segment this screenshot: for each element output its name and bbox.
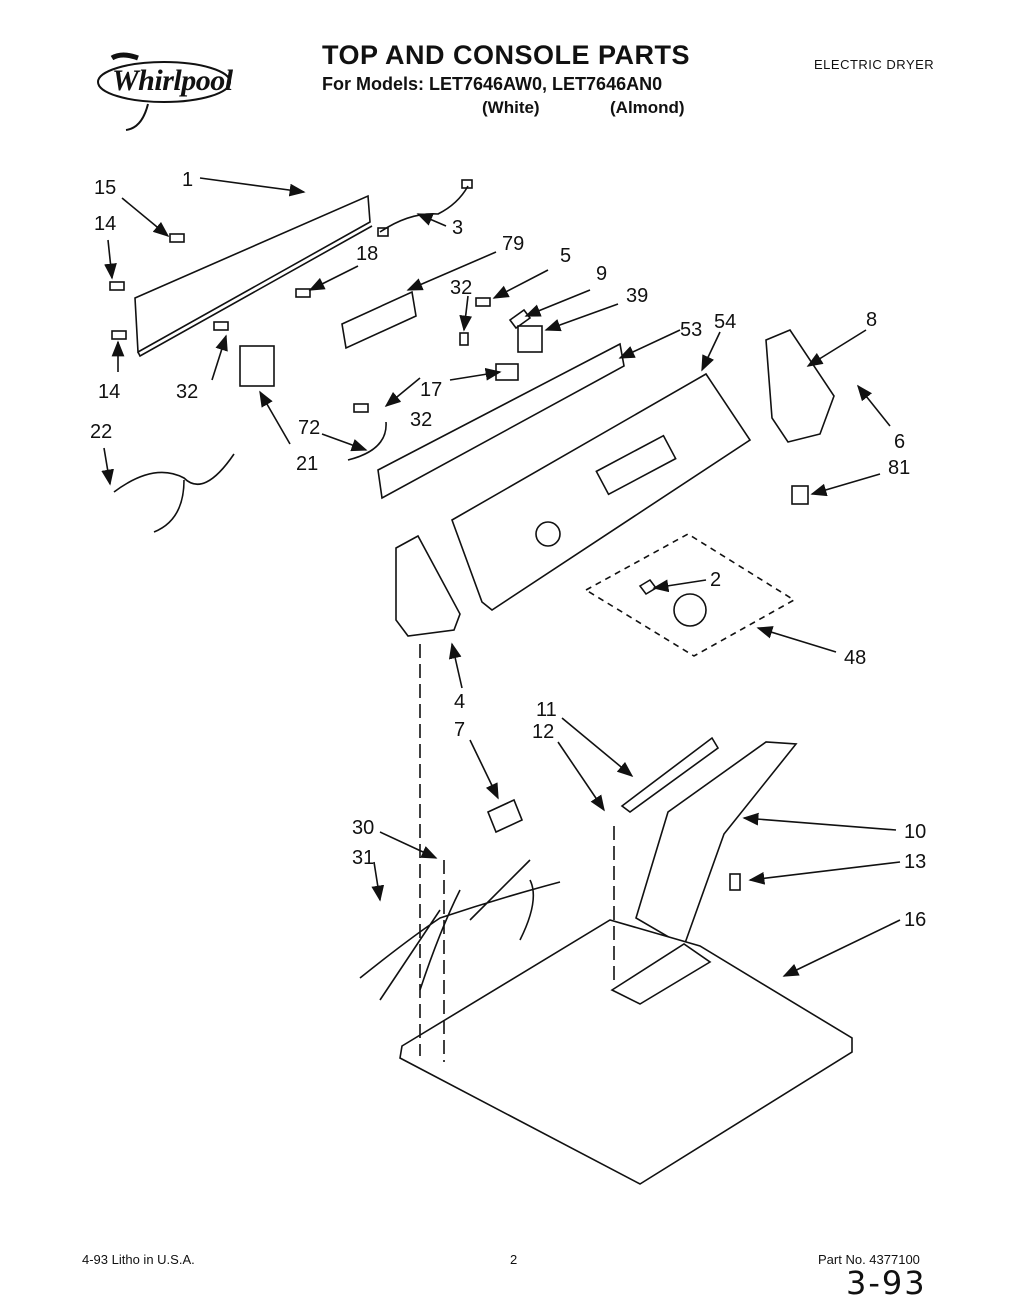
end-cap-4: [395, 534, 461, 637]
control-panel-53: [377, 342, 625, 500]
wire-harness-22: [113, 453, 235, 533]
screw-32b: [353, 403, 369, 413]
end-cap-8: [765, 329, 835, 443]
label-part-11: 11: [536, 699, 557, 721]
dryer-top-16: [399, 919, 853, 1185]
part-81: [791, 485, 809, 505]
bracket-9: [508, 308, 532, 330]
label-part-30: 30: [352, 817, 374, 839]
wire-3: [379, 185, 469, 233]
screw-14a: [109, 281, 125, 291]
screw-32a: [213, 321, 229, 331]
knob-2: [638, 578, 658, 596]
label-part-81: 81: [888, 457, 910, 479]
part-number: Part No. 4377100: [818, 1252, 920, 1267]
page-number: 2: [510, 1252, 518, 1267]
label-part-21: 21: [296, 453, 318, 475]
label-part-39: 39: [626, 285, 648, 307]
label-part-8: 8: [866, 309, 877, 331]
label-part-32a: 32: [450, 277, 472, 299]
label-part-31: 31: [352, 847, 374, 869]
back-panel: [134, 194, 371, 354]
label-part-9: 9: [596, 263, 607, 285]
label-part-79: 79: [502, 233, 524, 255]
wire-harness-31: [359, 859, 561, 1001]
wire-72: [347, 421, 387, 461]
label-part-17: 17: [420, 379, 442, 401]
label-part-32c: 32: [410, 409, 432, 431]
screw-5: [475, 297, 491, 307]
screw-13: [729, 873, 741, 891]
page-title: TOP AND CONSOLE PARTS: [322, 40, 691, 70]
label-part-72: 72: [298, 417, 320, 439]
lint-housing-10: [635, 741, 798, 948]
label-part-18: 18: [356, 243, 378, 265]
color-almond: (Almond): [610, 98, 685, 117]
screw-15: [169, 233, 185, 243]
label-part-22: 22: [90, 421, 112, 443]
label-part-2: 2: [710, 569, 721, 591]
label-part-48: 48: [844, 647, 866, 669]
color-white: (White): [482, 98, 540, 117]
whirlpool-logo: Whirlpool: [92, 46, 252, 132]
handwritten-date: 3-93: [846, 1264, 927, 1302]
label-part-10: 10: [904, 821, 926, 843]
brand-name: Whirlpool: [112, 64, 233, 97]
label-part-3: 3: [452, 217, 463, 239]
label-part-6: 6: [894, 431, 905, 453]
part-7: [486, 798, 524, 834]
label-part-13: 13: [904, 851, 926, 873]
label-part-14a: 14: [94, 213, 116, 235]
screw-32c: [459, 332, 469, 346]
label-part-16: 16: [904, 909, 926, 931]
screw-18: [295, 288, 311, 298]
litho-note: 4-93 Litho in U.S.A.: [82, 1252, 195, 1267]
model-list: For Models: LET7646AW0, LET7646AN0: [322, 74, 663, 94]
label-part-12: 12: [532, 721, 554, 743]
knob-area-48: [584, 533, 796, 657]
screw-14b: [111, 330, 127, 340]
label-part-4: 4: [454, 691, 465, 713]
label-part-53: 53: [680, 319, 702, 341]
motor-21: [239, 345, 275, 387]
label-part-15: 15: [94, 177, 116, 199]
console-switch-79: [341, 290, 417, 350]
label-part-1: 1: [182, 169, 193, 191]
lint-cover-11: [620, 736, 720, 813]
switch-39: [517, 325, 543, 353]
label-part-14b: 14: [98, 381, 120, 403]
console-54: [451, 372, 752, 611]
label-part-54: 54: [714, 311, 736, 333]
label-part-32b: 32: [176, 381, 198, 403]
product-type: ELECTRIC DRYER: [814, 57, 935, 72]
label-part-5: 5: [560, 245, 571, 267]
label-part-7: 7: [454, 719, 465, 741]
